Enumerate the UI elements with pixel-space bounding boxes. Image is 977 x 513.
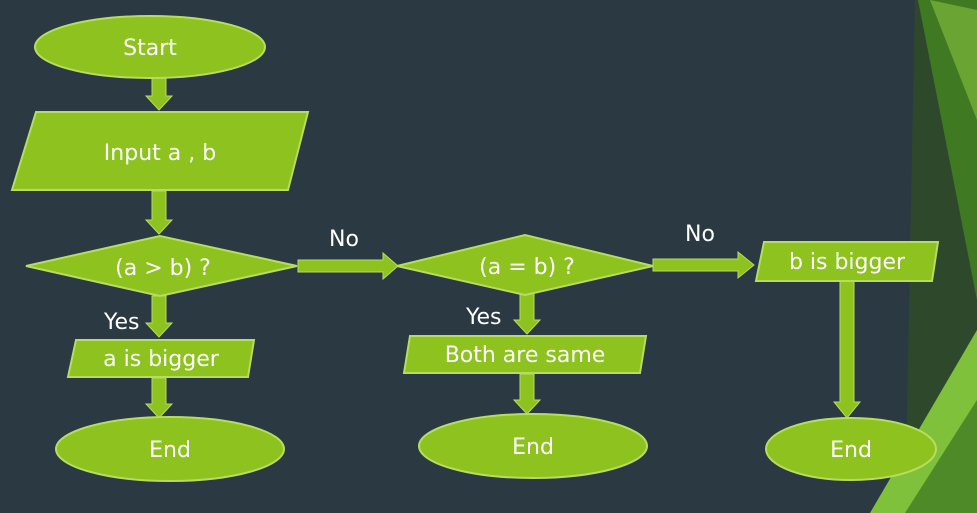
input-label: Input a , b xyxy=(104,141,216,166)
connectors xyxy=(144,77,862,419)
end1-label: End xyxy=(149,438,191,463)
input-parallelogram xyxy=(10,111,310,191)
no1-label: No xyxy=(329,227,359,252)
arrow-b-bigger-to-end3 xyxy=(832,280,862,419)
b-bigger-label: b is bigger xyxy=(789,250,906,275)
yes1-label: Yes xyxy=(103,310,140,335)
decision1-diamond xyxy=(25,234,298,298)
end1-terminal xyxy=(55,416,285,482)
start-terminal xyxy=(34,15,266,79)
arrow-decision2-to-b-bigger xyxy=(652,250,755,280)
decor-wedge-light xyxy=(930,0,977,120)
arrow-both-same-to-end2 xyxy=(512,373,542,415)
arrow-decision2-to-both-same xyxy=(512,293,542,335)
a-bigger-label: a is bigger xyxy=(103,347,220,372)
no2-label: No xyxy=(685,222,715,247)
decision1-label: (a > b) ? xyxy=(115,256,211,281)
end2-label: End xyxy=(512,435,554,460)
arrow-start-to-input xyxy=(144,77,174,111)
yes2-label: Yes xyxy=(465,305,502,330)
decision2-diamond xyxy=(396,233,654,297)
a-bigger-process xyxy=(66,339,256,378)
b-bigger-process xyxy=(754,241,940,282)
decision2-label: (a = b) ? xyxy=(479,255,575,280)
end3-terminal xyxy=(765,417,937,481)
start-label: Start xyxy=(123,36,177,61)
arrow-input-to-decision1 xyxy=(144,190,174,235)
both-same-label: Both are same xyxy=(445,343,606,368)
arrow-decision1-to-decision2 xyxy=(297,251,399,281)
decor-wedge-bottom-dark xyxy=(905,400,977,513)
end3-label: End xyxy=(830,438,872,463)
arrow-decision1-to-a-bigger xyxy=(144,295,174,338)
arrow-a-bigger-to-end1 xyxy=(144,377,174,419)
both-same-process xyxy=(402,335,648,374)
end2-terminal xyxy=(418,413,648,479)
